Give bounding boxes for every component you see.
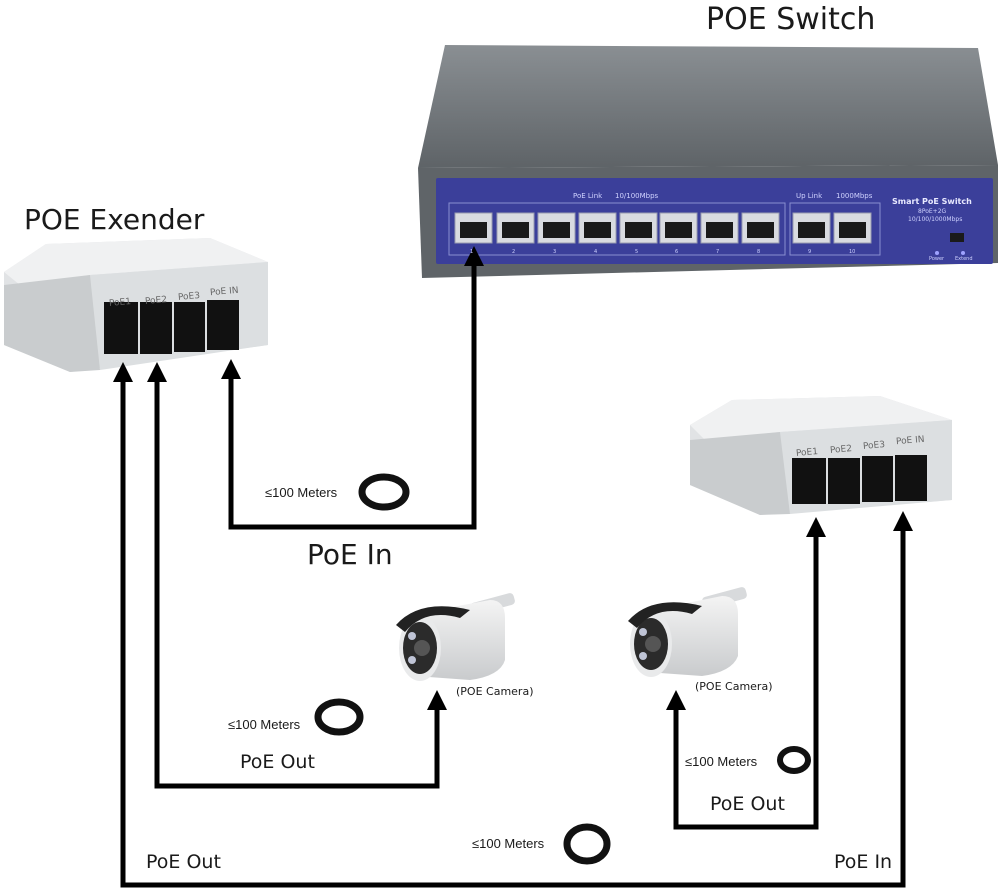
switch-uplink-label: Up Link — [796, 192, 823, 200]
extender-port-label: PoE1 — [108, 297, 132, 309]
switch-port-number: 8 — [757, 249, 761, 255]
poe-camera-2 — [628, 587, 747, 677]
switch-port-socket — [543, 222, 570, 238]
poe-extender-left — [4, 238, 268, 372]
switch-port-number: 4 — [594, 249, 598, 255]
poe-extender-right — [690, 396, 952, 515]
distance-label: ≤100 Meters — [265, 485, 338, 500]
switch-port-socket — [584, 222, 611, 238]
switch-port-number: 2 — [512, 249, 516, 255]
cable-coil-icon — [563, 823, 611, 865]
switch-title: POE Switch — [706, 2, 876, 37]
switch-port-socket — [839, 222, 866, 238]
switch-product-label: Smart PoE Switch — [892, 197, 972, 206]
switch-extend-label: Extend — [955, 256, 973, 262]
poe-out-right-label: PoE Out — [710, 793, 785, 815]
switch-port-socket — [706, 222, 733, 238]
switch-port-number: 1 — [470, 249, 474, 255]
switch-poe-link-label: PoE Link — [573, 192, 603, 200]
switch-port-number: 7 — [716, 249, 720, 255]
switch-port-socket — [502, 222, 529, 238]
poe-out-bottom-label: PoE Out — [146, 851, 221, 873]
poe-out-cable-camera-1 — [147, 362, 447, 789]
switch-port-socket — [747, 222, 774, 238]
extender-port-label: PoE3 — [862, 440, 886, 452]
poe-out-left-label: PoE Out — [240, 751, 315, 773]
extender-port-label: PoE2 — [144, 295, 168, 307]
cable-coil-icon — [314, 698, 364, 736]
extend-led — [961, 251, 965, 255]
switch-port-number: 5 — [635, 249, 639, 255]
extender-port-label: PoE1 — [795, 447, 819, 459]
switch-power-label: Power — [929, 256, 945, 262]
switch-port-socket — [460, 222, 487, 238]
switch-port-socket — [665, 222, 692, 238]
camera-2-label: (POE Camera) — [695, 680, 773, 693]
switch-port-socket — [798, 222, 825, 238]
poe-in-bottom-label: PoE In — [834, 851, 893, 873]
extender-port-label: PoE3 — [177, 291, 201, 303]
switch-port-number: 3 — [553, 249, 557, 255]
switch-port-socket — [625, 222, 652, 238]
cable-coil-icon — [777, 746, 811, 774]
switch-spec-2: 10/100/1000Mbps — [908, 216, 963, 223]
power-led — [935, 251, 939, 255]
poe-in-main-label: PoE In — [307, 538, 393, 571]
poe-out-cable-long — [113, 362, 913, 888]
distance-label: ≤100 Meters — [685, 754, 758, 769]
distance-label: ≤100 Meters — [228, 717, 301, 732]
switch-port-number: 10 — [849, 249, 856, 255]
camera-1-label: (POE Camera) — [456, 685, 534, 698]
extender-port-label: PoE2 — [829, 444, 853, 456]
switch-port-number: 9 — [808, 249, 812, 255]
cable-coil-icon — [358, 473, 410, 511]
poe-switch — [418, 45, 998, 278]
switch-spec-1: 8PoE+2G — [918, 208, 947, 215]
distance-label: ≤100 Meters — [472, 836, 545, 851]
switch-port-number: 6 — [675, 249, 679, 255]
poe-out-cable-camera-2 — [666, 517, 826, 830]
switch-speed-low-label: 10/100Mbps — [615, 192, 659, 200]
switch-speed-high-label: 1000Mbps — [836, 192, 873, 200]
extender-title: POE Exender — [24, 203, 205, 236]
poe-camera-1 — [396, 593, 515, 681]
extend-switch — [950, 233, 964, 242]
